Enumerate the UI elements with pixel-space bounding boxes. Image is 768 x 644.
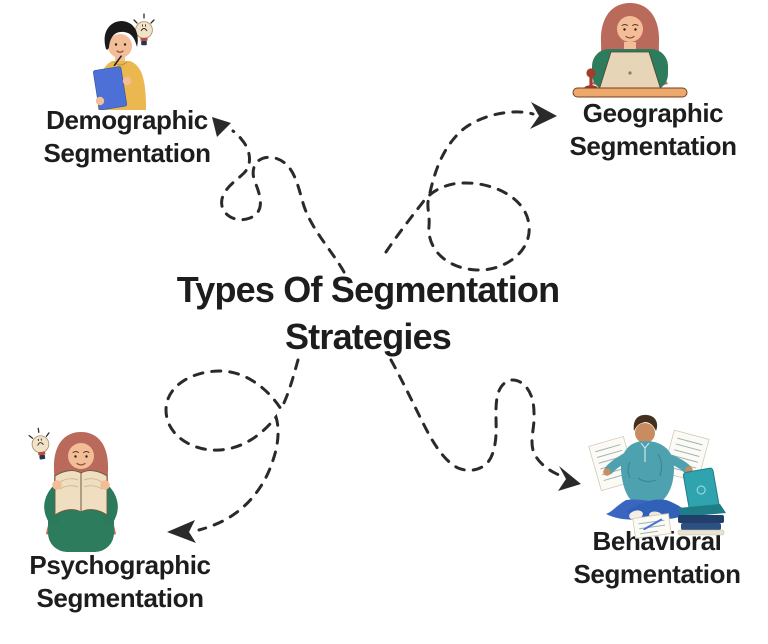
laptop — [678, 467, 726, 517]
label-geographic-segmentation: Geographic Segmentation — [533, 97, 768, 163]
connector-geographic — [384, 110, 535, 272]
arrowhead-behavioral-icon — [558, 466, 581, 491]
crossed-legs — [606, 499, 690, 521]
shirt — [620, 441, 674, 501]
hair — [633, 414, 658, 431]
page-title: Types Of Segmentation Strategies — [148, 266, 588, 360]
label-line: Demographic — [46, 105, 208, 135]
label-line: Geographic — [582, 98, 724, 128]
arrowhead-geographic-icon — [530, 102, 557, 129]
book-stack — [677, 515, 725, 536]
label-line: Psychographic — [29, 550, 211, 580]
paper-right — [662, 429, 710, 483]
illustration-woman-laptop — [572, 3, 688, 98]
desk — [572, 87, 688, 98]
paper-on-floor — [632, 513, 672, 539]
connector-psychographic — [164, 358, 300, 532]
page-title-line1: Types Of Segmentation — [176, 269, 560, 310]
page-title-line2: Strategies — [284, 316, 452, 357]
lightbulb-icon — [28, 427, 50, 460]
label-demographic-segmentation: Demographic Segmentation — [7, 104, 247, 170]
arrowhead-psychographic-icon — [167, 520, 196, 543]
arrowhead-demographic-icon — [212, 117, 231, 137]
connector-behavioral — [389, 358, 561, 477]
label-line: Segmentation — [43, 138, 211, 168]
label-line: Segmentation — [573, 559, 741, 589]
label-psychographic-segmentation: Psychographic Segmentation — [0, 549, 240, 615]
illustration-man-writing-clipboard — [93, 13, 155, 110]
connector-demographic — [220, 129, 346, 274]
person-writing — [93, 21, 146, 110]
label-line: Segmentation — [36, 583, 204, 613]
open-book — [54, 470, 108, 516]
illustration-man-reading-papers — [588, 414, 726, 539]
label-line: Segmentation — [569, 131, 737, 161]
illustration-woman-reading — [28, 427, 118, 552]
